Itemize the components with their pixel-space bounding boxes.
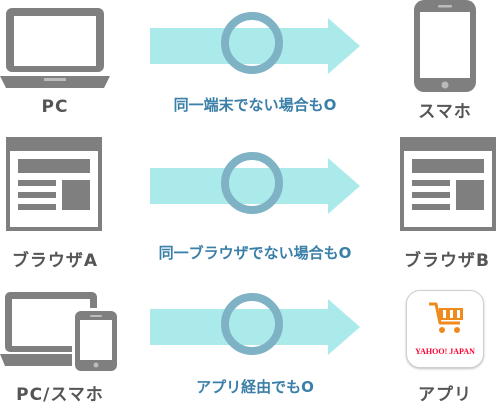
ring-icon	[221, 12, 283, 74]
laptop-icon	[0, 8, 110, 88]
smartphone-icon	[414, 0, 476, 92]
laptop-and-smartphone-icon	[0, 292, 120, 374]
arrow-icon	[150, 18, 360, 74]
left-label: PC	[41, 97, 69, 117]
yahoo-logo-text: YAHOO! JAPAN	[415, 347, 475, 356]
yahoo-shopping-app-icon: YAHOO! JAPAN	[406, 290, 484, 368]
middle-label: 同一ブラウザでない場合もO	[158, 244, 352, 262]
row-pc-smartphone-to-app: PC/スマホ アプリ経由でもO YAHOO! JAPAN アプリ	[0, 270, 504, 405]
arrow-icon	[150, 299, 360, 355]
row-pc-to-smartphone: PC 同一端末でない場合もO スマホ	[0, 0, 504, 132]
left-label: ブラウザA	[11, 251, 99, 271]
yahoo-logo: YAHOO! JAPAN	[415, 347, 475, 356]
browser-window-icon	[6, 137, 102, 231]
middle-label: 同一端末でない場合もO	[173, 96, 337, 114]
right-label: ブラウザB	[404, 251, 490, 271]
ring-icon	[221, 293, 283, 355]
right-label: アプリ	[418, 385, 472, 405]
middle-label: アプリ経由でもO	[196, 378, 314, 396]
arrow-icon	[150, 158, 360, 214]
left-label: PC/スマホ	[16, 385, 104, 405]
right-label: スマホ	[418, 102, 472, 122]
shopping-cart-icon	[429, 302, 463, 333]
ring-icon	[221, 152, 283, 214]
row-browser-a-to-browser-b: ブラウザA 同一ブラウザでない場合もO ブラウザB	[0, 132, 504, 271]
browser-window-icon	[400, 137, 496, 231]
